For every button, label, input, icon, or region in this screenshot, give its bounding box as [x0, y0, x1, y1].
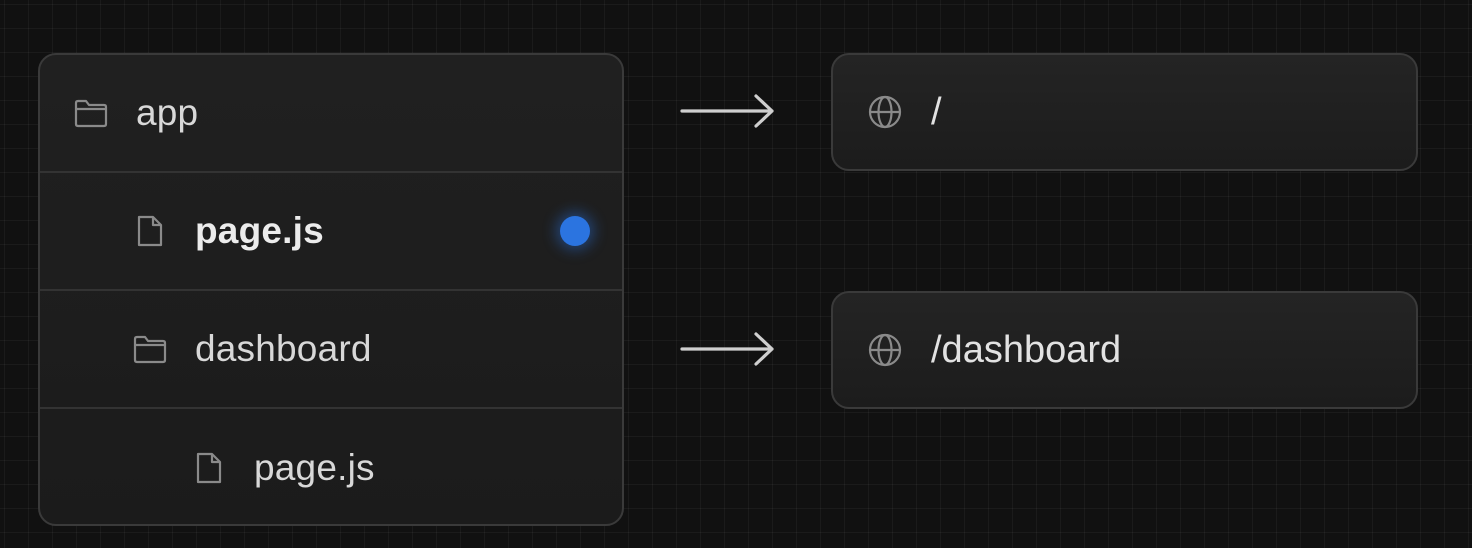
folder-icon: [133, 332, 167, 366]
route-path: /dashboard: [931, 328, 1122, 371]
file-tree: app page.js dashboard page.js: [38, 53, 624, 526]
tree-item-dashboard-page-js[interactable]: page.js: [40, 409, 622, 524]
arrow-right-icon: [680, 332, 774, 366]
folder-icon: [74, 96, 108, 130]
route-root: /: [831, 53, 1418, 171]
tree-item-label: page.js: [254, 446, 375, 488]
route-path: /: [931, 90, 942, 133]
file-icon: [133, 214, 167, 248]
arrow-right-icon: [680, 94, 774, 128]
active-indicator-dot: [560, 216, 590, 246]
tree-item-label: page.js: [195, 210, 324, 251]
tree-item-page-js[interactable]: page.js: [40, 173, 622, 291]
globe-icon: [867, 94, 903, 130]
tree-item-app-folder[interactable]: app: [40, 55, 622, 173]
route-dashboard: /dashboard: [831, 291, 1418, 409]
file-icon: [192, 451, 226, 485]
tree-item-label: dashboard: [195, 328, 372, 369]
globe-icon: [867, 332, 903, 368]
tree-item-label: app: [136, 92, 199, 133]
tree-item-dashboard-folder[interactable]: dashboard: [40, 291, 622, 409]
